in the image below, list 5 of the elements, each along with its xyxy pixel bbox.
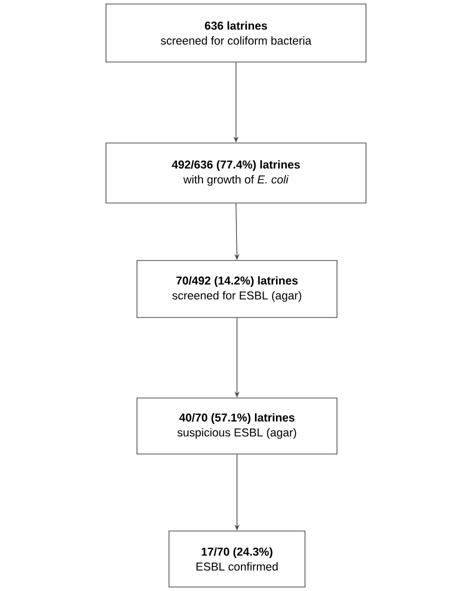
process-box: 40/70 (57.1%) latrines suspicious ESBL (agar) (136, 398, 338, 454)
process-box: 70/492 (14.2%) latrines screened for ESBL (agar) (136, 260, 338, 318)
process-box: 17/70 (24.3%) ESBL confirmed (168, 530, 306, 588)
process-box: 492/636 (77.4%) latrines with growth of E. coli (106, 142, 366, 204)
process-box: 636 latrines screened for coliform bacteria (106, 4, 366, 62)
